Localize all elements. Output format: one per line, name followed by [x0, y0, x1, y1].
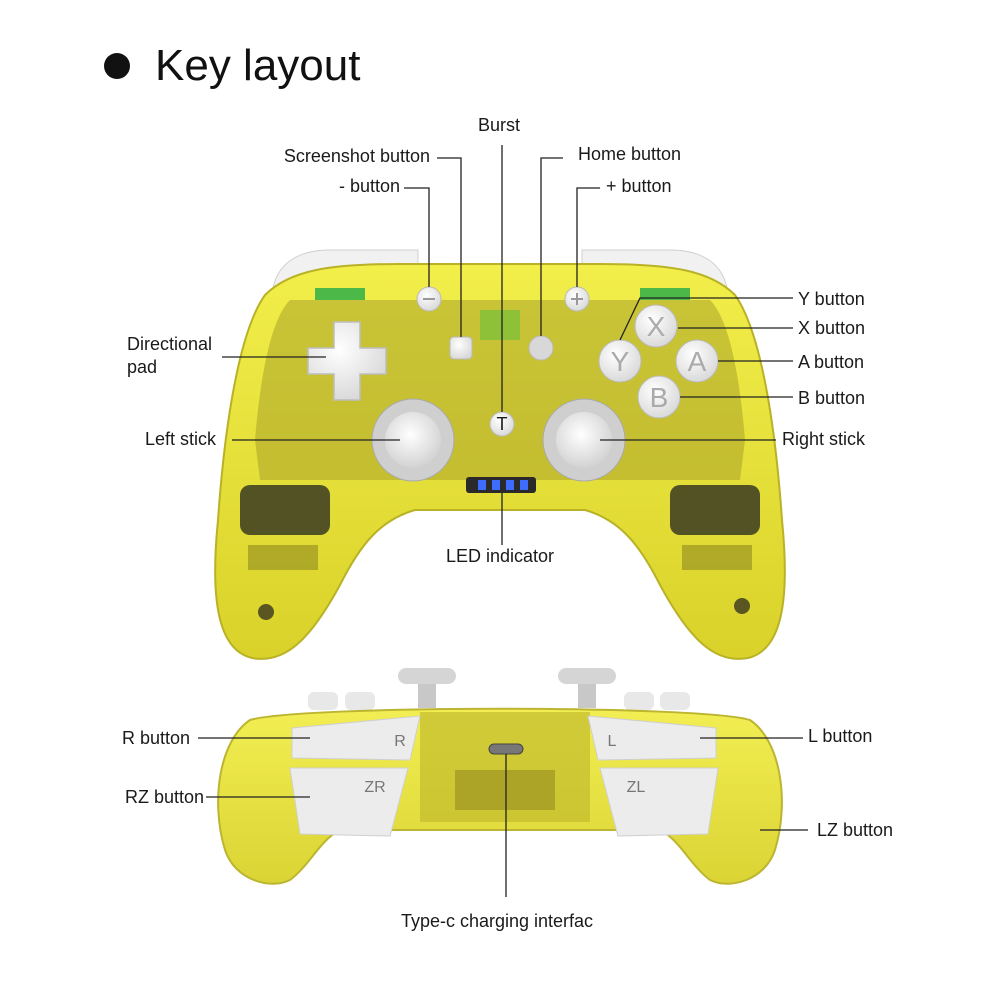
title-bullet [104, 53, 130, 79]
label-rz-button: RZ button [125, 787, 204, 807]
right-stick[interactable] [542, 398, 626, 482]
controller-front-view: T X Y A B [214, 249, 786, 660]
back-battery [455, 770, 555, 810]
led-1 [478, 480, 486, 490]
label-left-stick: Left stick [145, 429, 217, 449]
right-stick-shaft [578, 684, 596, 708]
a-button[interactable]: A [675, 339, 719, 383]
label-plus-button: + button [606, 176, 672, 196]
label-r-button: R button [122, 728, 190, 748]
label-lz-button: LZ button [817, 820, 893, 840]
lz-button[interactable]: ZL [599, 767, 719, 837]
l-button[interactable]: L [587, 715, 717, 761]
y-button[interactable]: Y [598, 339, 642, 383]
label-directional-pad-line1: Directional [127, 334, 212, 354]
controller-top-view: R ZR L ZL [217, 668, 783, 885]
type-c-port [488, 743, 524, 755]
b-button-letter: B [650, 382, 669, 413]
label-a-button: A button [798, 352, 864, 372]
left-green-accent [315, 288, 365, 300]
left-rumble-motor [240, 485, 330, 535]
top-btn-4 [660, 692, 690, 710]
label-screenshot-button: Screenshot button [284, 146, 430, 166]
b-button[interactable]: B [637, 375, 681, 419]
label-x-button: X button [798, 318, 865, 338]
left-stick-shaft [418, 684, 436, 708]
right-grip-detail [682, 545, 752, 570]
right-screw [734, 598, 750, 614]
plus-icon [571, 293, 583, 305]
left-stick[interactable] [371, 398, 455, 482]
top-btn-1 [308, 692, 338, 710]
home-button[interactable] [528, 335, 554, 361]
label-b-button: B button [798, 388, 865, 408]
label-burst: Burst [478, 115, 520, 135]
right-rumble-motor [670, 485, 760, 535]
label-y-button: Y button [798, 289, 865, 309]
callout-lines [198, 145, 808, 897]
l-button-letter: L [608, 733, 617, 750]
chip [480, 310, 520, 340]
led-4 [520, 480, 528, 490]
x-button[interactable]: X [634, 304, 678, 348]
left-grip-detail [248, 545, 318, 570]
top-btn-2 [345, 692, 375, 710]
label-minus-button: - button [339, 176, 400, 196]
rz-button-letter: ZR [364, 779, 385, 796]
left-screw [258, 604, 274, 620]
directional-pad[interactable] [307, 321, 387, 401]
label-l-button: L button [808, 726, 872, 746]
led-2 [492, 480, 500, 490]
r-button[interactable]: R [291, 715, 421, 761]
rz-button[interactable]: ZR [289, 767, 409, 837]
label-right-stick: Right stick [782, 429, 866, 449]
lz-button-letter: ZL [627, 779, 646, 796]
y-button-letter: Y [611, 346, 630, 377]
label-led-indicator: LED indicator [446, 546, 554, 566]
label-directional-pad-line2: pad [127, 357, 157, 377]
label-type-c-port: Type-c charging interfac [401, 911, 593, 931]
x-button-letter: X [647, 311, 666, 342]
page-title: Key layout [155, 41, 360, 90]
a-button-letter: A [688, 346, 707, 377]
label-home-button: Home button [578, 144, 681, 164]
turbo-glyph: T [497, 414, 508, 434]
r-button-letter: R [394, 733, 406, 750]
led-3 [506, 480, 514, 490]
right-green-accent [640, 288, 690, 300]
screenshot-button[interactable] [449, 336, 473, 360]
left-stick-cap-top [398, 668, 456, 684]
top-btn-3 [624, 692, 654, 710]
right-stick-cap-top [558, 668, 616, 684]
